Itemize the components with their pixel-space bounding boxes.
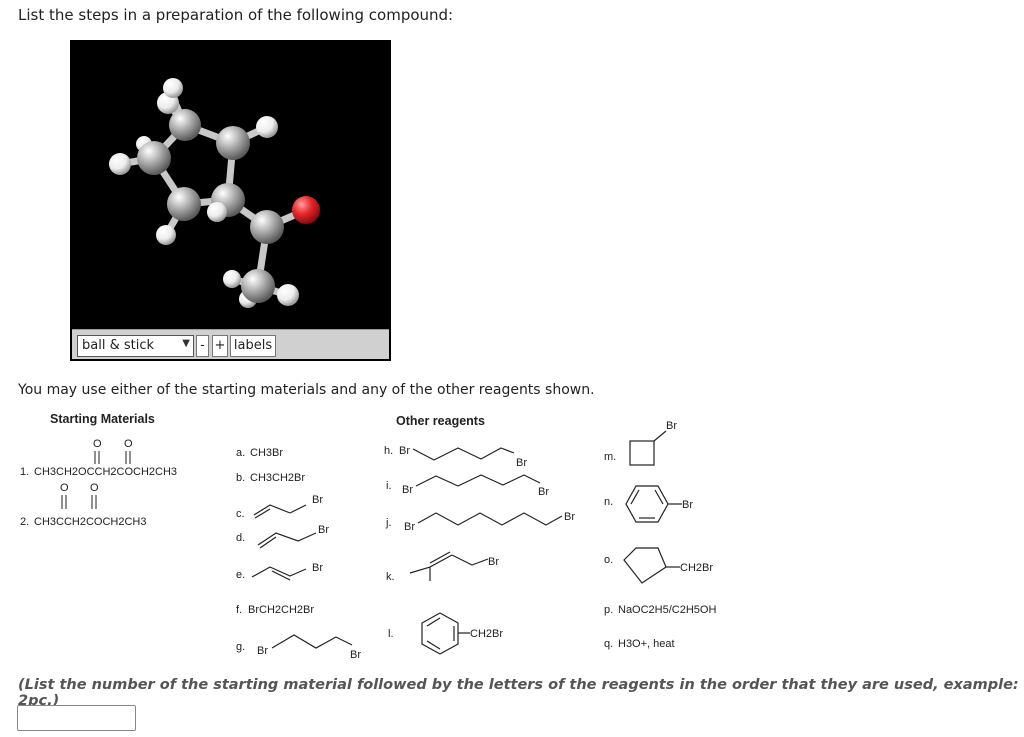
svg-text:CH3Br: CH3Br [250,447,283,459]
svg-text:q.: q. [604,638,613,650]
svg-text:Br: Br [538,486,549,498]
svg-text:Br: Br [350,649,361,661]
svg-text:Br: Br [516,457,527,469]
reagent-q: q. H3O+, heat [604,638,675,650]
molecule-model[interactable] [70,40,391,329]
svg-text:Br: Br [666,420,677,432]
svg-text:l.: l. [388,628,394,640]
svg-text:Br: Br [564,511,575,523]
svg-text:i.: i. [386,480,392,492]
reagent-o: o. CH2Br [604,547,713,584]
display-style-value: ball & stick [82,338,155,353]
reagent-j: j. Br Br [385,511,575,533]
svg-text:p.: p. [604,604,613,616]
svg-text:CH3CCH2COCH2CH3: CH3CCH2COCH2CH3 [34,516,146,528]
oxygen-atom [292,196,320,224]
svg-text:Br: Br [399,445,410,457]
other-reagents-heading: Other reagents [396,414,485,428]
reagent-d: d. Br [236,524,329,549]
svg-text:o.: o. [604,554,613,566]
reagent-i: i. Br Br [386,474,549,498]
svg-text:Br: Br [404,521,415,533]
hint-text: You may use either of the starting mater… [18,382,595,398]
svg-text:Br: Br [488,556,499,568]
labels-button[interactable]: labels [230,335,276,357]
reagent-b: b. CH3CH2Br [236,472,305,484]
reagents-figure: Starting Materials Other reagents O O 1.… [20,412,575,661]
starting-material-2: O O 2. CH3CCH2COCH2CH3 [20,482,146,528]
svg-text:f.: f. [236,604,242,616]
svg-text:CH3CH2Br: CH3CH2Br [250,472,305,484]
carbon-atoms [137,109,284,303]
reagent-f: f. BrCH2CH2Br [236,604,314,616]
svg-text:BrCH2CH2Br: BrCH2CH2Br [248,604,314,616]
starting-material-1: O O 1. CH3CH2OCCH2COCH2CH3 [20,438,177,478]
molecule-viewer[interactable]: ball & stick ▼ - + labels [70,40,391,361]
zoom-in-button[interactable]: + [212,335,228,357]
svg-text:O: O [124,438,133,450]
reagent-l: l. CH2Br [388,612,503,655]
answer-instructions: (List the number of the starting materia… [18,677,1019,709]
answer-input[interactable] [17,705,136,731]
zoom-out-button[interactable]: - [196,335,209,357]
reagents-figure-right: m. Br n. Br o. CH2Br p. NaOC2H5/C2H5OH q… [604,420,716,650]
svg-text:CH2Br: CH2Br [680,562,713,574]
svg-text:O: O [60,482,69,494]
reagent-a: a. CH3Br [236,447,283,459]
svg-text:d.: d. [236,532,245,544]
svg-text:NaOC2H5/C2H5OH: NaOC2H5/C2H5OH [618,604,716,616]
svg-text:Br: Br [312,494,323,506]
svg-text:c.: c. [236,508,245,520]
svg-text:2.: 2. [20,516,29,528]
svg-text:Br: Br [312,562,323,574]
svg-text:j.: j. [385,517,392,529]
front-hydrogens [163,78,299,306]
svg-text:Br: Br [402,484,413,496]
svg-text:1.: 1. [20,466,29,478]
svg-text:k.: k. [386,571,395,583]
reagent-h: h. Br Br [384,445,527,469]
reagent-p: p. NaOC2H5/C2H5OH [604,604,716,616]
reagent-e: e. Br [236,562,323,581]
svg-text:g.: g. [236,641,245,653]
svg-text:m.: m. [604,451,616,463]
svg-text:b.: b. [236,472,245,484]
svg-text:H3O+, heat: H3O+, heat [618,638,675,650]
starting-materials-heading: Starting Materials [50,412,155,426]
svg-text:e.: e. [236,569,245,581]
reagent-g: g. Br Br [236,634,361,661]
svg-text:CH3CH2OCCH2COCH2CH3: CH3CH2OCCH2COCH2CH3 [34,466,177,478]
svg-text:O: O [90,482,99,494]
chevron-down-icon: ▼ [182,338,190,349]
reagent-m: m. Br [604,420,677,466]
viewer-toolbar: ball & stick ▼ - + labels [72,329,389,359]
svg-text:Br: Br [682,499,693,511]
reagent-c: c. Br [236,494,323,520]
svg-text:n.: n. [604,496,613,508]
svg-text:Br: Br [257,645,268,657]
svg-text:a.: a. [236,447,245,459]
display-style-select[interactable]: ball & stick ▼ [77,335,194,357]
svg-text:Br: Br [318,524,329,536]
svg-text:h.: h. [384,445,393,457]
svg-text:CH2Br: CH2Br [470,628,503,640]
reagent-k: k. Br [386,551,499,583]
svg-text:O: O [93,438,102,450]
question-prompt: List the steps in a preparation of the f… [18,6,454,24]
reagent-n: n. Br [604,485,693,523]
